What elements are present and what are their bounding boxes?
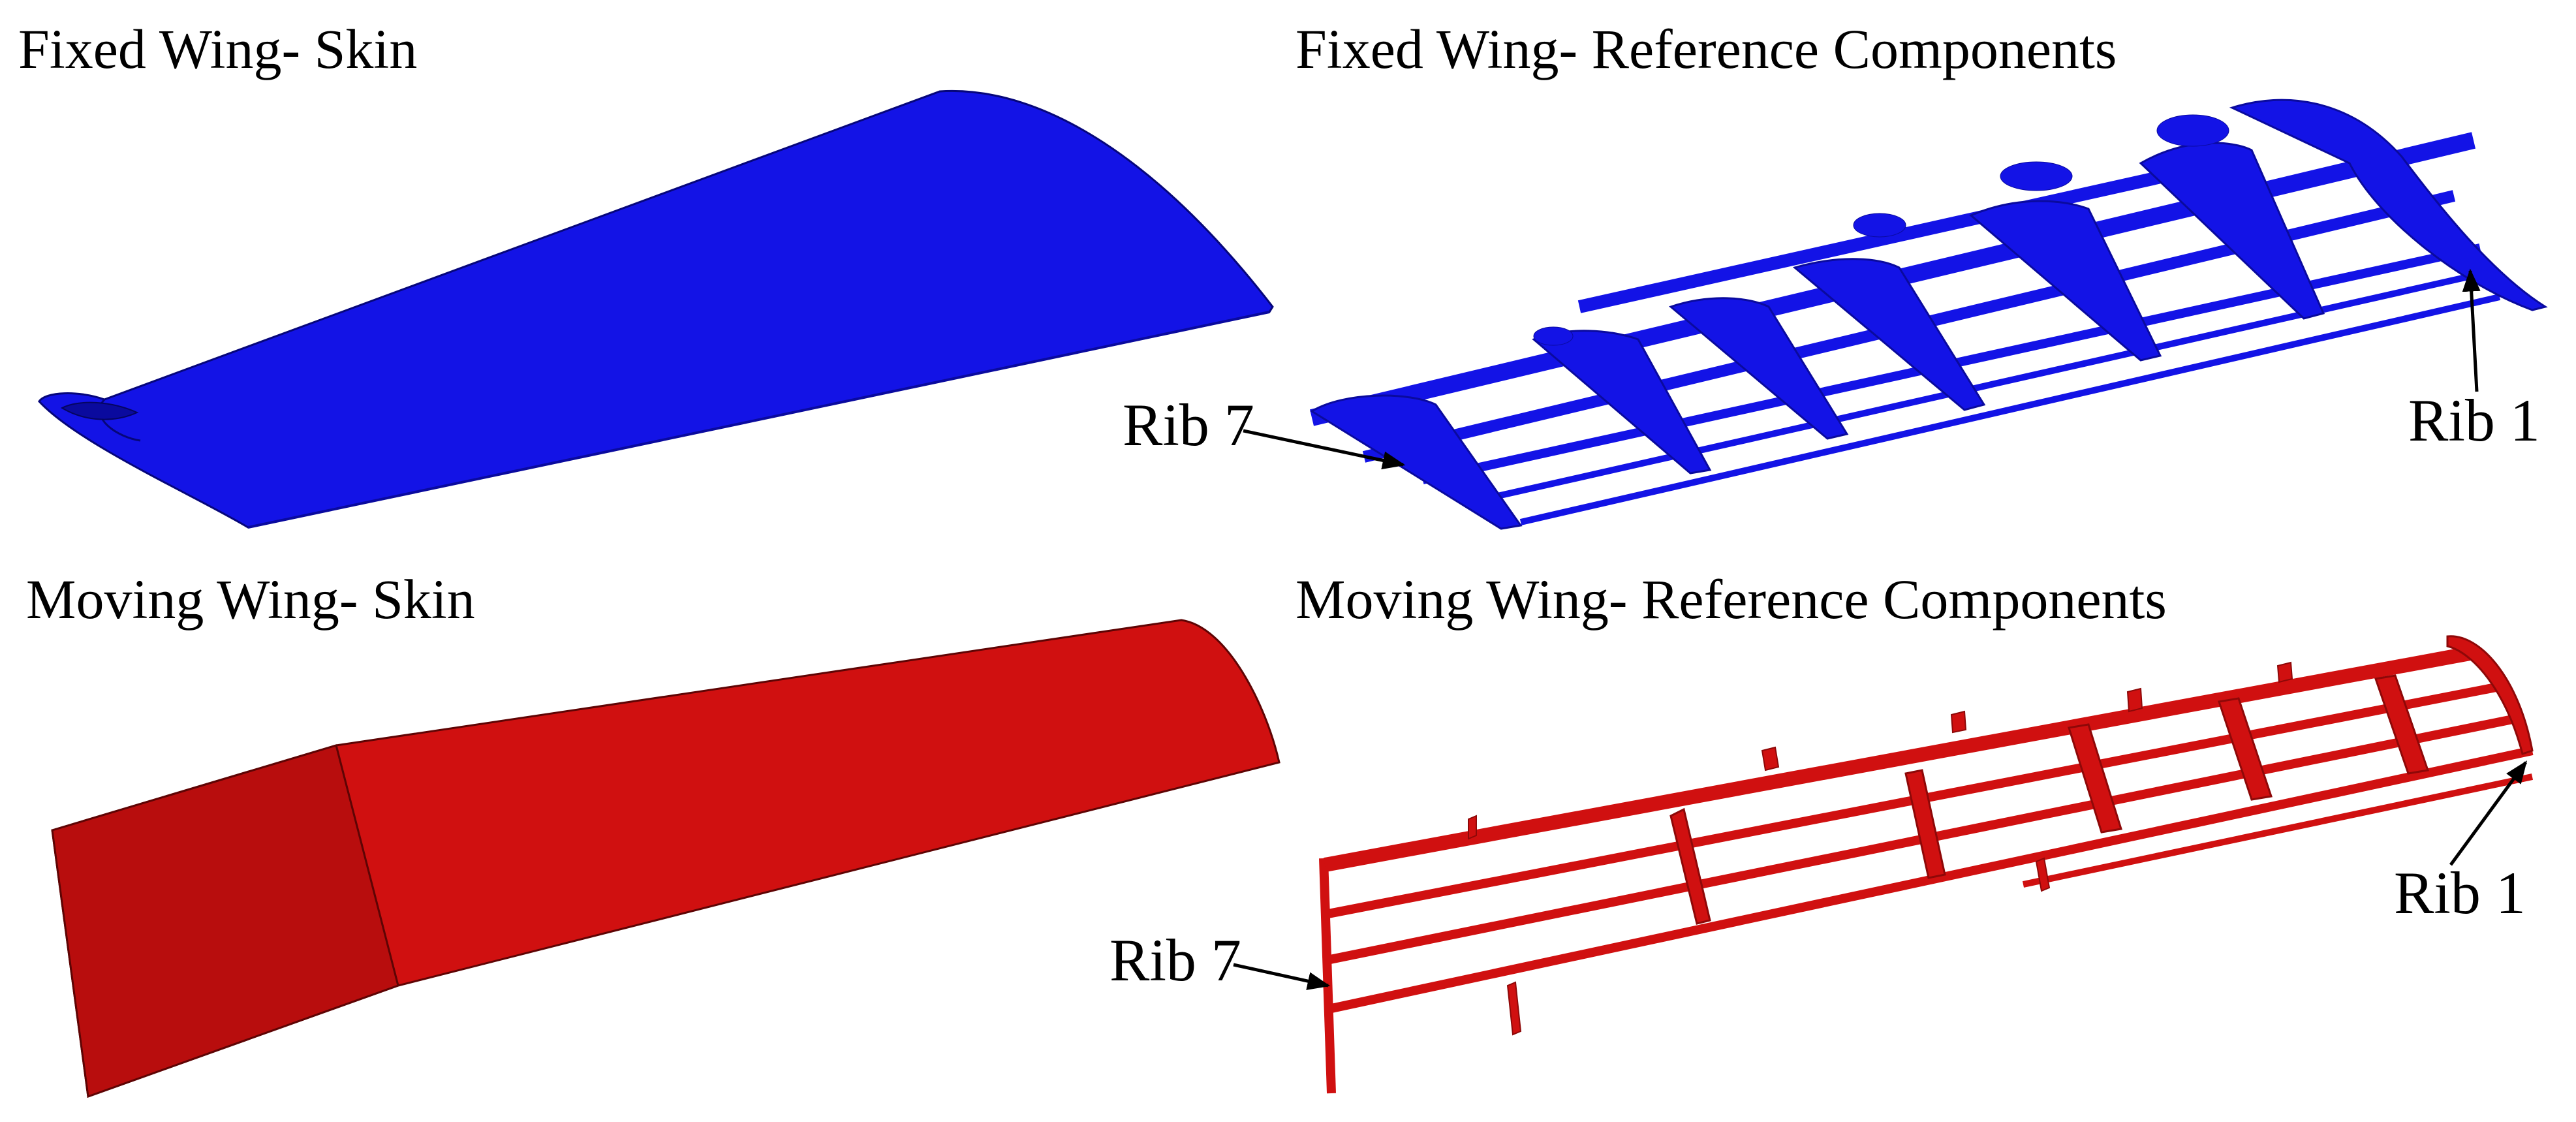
moving-rib1-label: Rib 1	[2394, 860, 2526, 926]
moving-wing-components	[1319, 635, 2534, 1094]
fixed-rib1-label: Rib 1	[2408, 387, 2540, 454]
fixed-components-title: Fixed Wing- Reference Components	[1296, 18, 2117, 80]
fixed-skin-title: Fixed Wing- Skin	[18, 18, 418, 80]
fixed-wing-components	[1309, 99, 2548, 530]
fixed-rib7-label: Rib 7	[1123, 392, 1254, 458]
moving-rib7-arrow	[1233, 963, 1331, 990]
moving-skin-title: Moving Wing- Skin	[26, 568, 475, 631]
fixed-rib7-arrow	[1243, 429, 1406, 470]
moving-components-title: Moving Wing- Reference Components	[1296, 568, 2167, 631]
fixed-wing-skin	[38, 89, 1274, 529]
moving-rib1-arrow	[2449, 760, 2528, 866]
moving-wing-skin	[51, 619, 1280, 1099]
moving-rib7-label: Rib 7	[1110, 927, 1241, 993]
fixed-rib1-arrow	[2462, 268, 2481, 392]
